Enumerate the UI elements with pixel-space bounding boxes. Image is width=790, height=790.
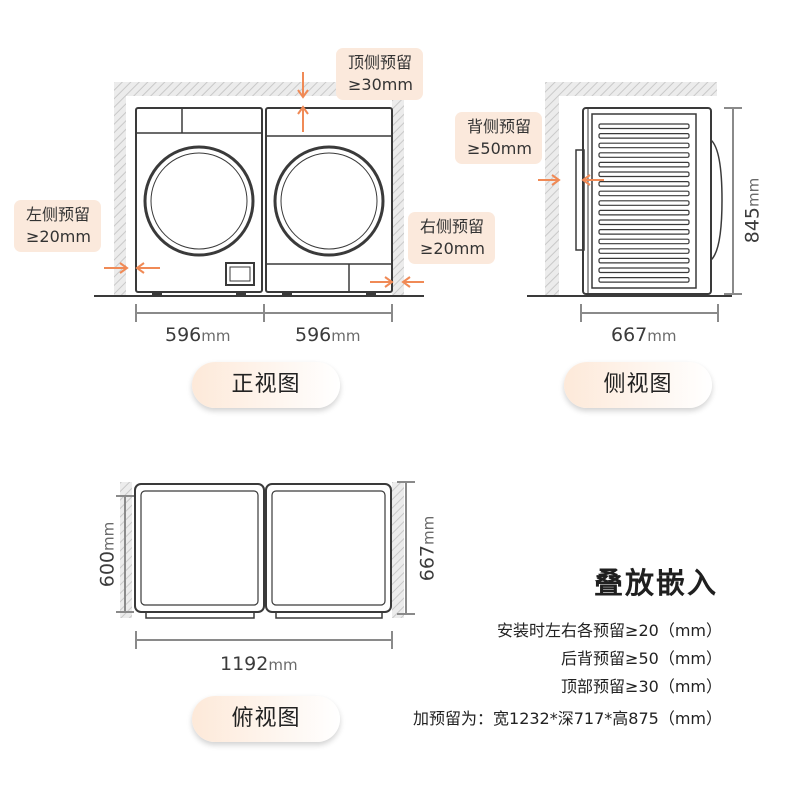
side-view <box>527 82 742 322</box>
callout-back-value: ≥50mm <box>467 139 532 158</box>
info-title: 叠放嵌入 <box>593 566 718 600</box>
dim-front-left-width: 596mm <box>165 324 231 346</box>
side-depth-dim <box>580 304 719 322</box>
vent-slat <box>598 171 690 178</box>
callout-right-label: 右侧预留 <box>420 217 485 236</box>
front-wall-top <box>114 82 404 96</box>
top-view-label: 俯视图 <box>192 696 340 742</box>
callout-back-label: 背侧预留 <box>467 117 532 136</box>
callout-left-clearance: 左侧预留 ≥20mm <box>14 200 101 252</box>
callout-back-clearance: 背侧预留 ≥50mm <box>455 112 542 164</box>
front-wall-left <box>114 82 126 296</box>
top-width-dim <box>135 631 393 649</box>
vent-slat <box>598 152 690 158</box>
dim-top-depth-left: 600mm <box>96 521 119 588</box>
vent-slat <box>598 133 690 139</box>
info-line-top-clearance: 顶部预留≥30（mm） <box>561 677 722 696</box>
dim-top-depth-right: 667mm <box>416 515 439 582</box>
vent-slat <box>598 229 690 235</box>
callout-left-value: ≥20mm <box>26 227 91 246</box>
vent-slat <box>598 248 690 254</box>
top-view <box>116 481 415 649</box>
side-view-label: 侧视图 <box>564 362 712 408</box>
dim-side-height: 845mm <box>741 177 764 244</box>
callout-top-label: 顶侧预留 <box>348 53 413 72</box>
dim-front-right-width: 596mm <box>295 324 361 346</box>
side-machine <box>575 107 723 297</box>
side-height-dim <box>724 107 742 295</box>
info-line-total-size: 加预留为：宽1232*深717*高875（mm） <box>413 709 722 728</box>
side-clearance-arrows <box>538 174 604 186</box>
callout-top-clearance: 顶侧预留 ≥30mm <box>336 48 423 100</box>
vent-slat <box>598 209 690 216</box>
callout-top-value: ≥30mm <box>348 75 413 94</box>
front-clearance-arrows <box>104 72 424 288</box>
vent-slat <box>598 181 690 187</box>
top-wall-right <box>392 482 404 618</box>
side-wall-back <box>545 82 559 296</box>
vent-slat <box>598 277 690 283</box>
top-washer <box>134 483 265 619</box>
vent-slat <box>598 123 690 130</box>
front-wall-right <box>392 82 404 296</box>
vent-slat <box>598 238 690 245</box>
front-washer <box>135 107 263 296</box>
vent-slat <box>598 142 690 149</box>
vent-slat <box>598 161 690 168</box>
front-dryer <box>265 107 393 296</box>
side-wall-top <box>545 82 717 96</box>
dryer-door <box>273 145 385 257</box>
callout-right-clearance: 右侧预留 ≥20mm <box>408 212 495 264</box>
washer-door <box>143 145 255 257</box>
vent-slat <box>598 267 690 274</box>
callout-right-value: ≥20mm <box>420 239 485 258</box>
vent-slat <box>598 200 690 206</box>
dim-top-total-width: 1192mm <box>220 653 298 675</box>
info-line-side-clearance: 安装时左右各预留≥20（mm） <box>497 621 722 640</box>
dim-side-depth: 667mm <box>611 324 677 346</box>
callout-left-label: 左侧预留 <box>26 205 91 224</box>
front-view-label: 正视图 <box>192 362 340 408</box>
vent-slat <box>598 257 690 264</box>
front-width-dim <box>135 304 393 322</box>
top-dryer <box>265 483 392 619</box>
top-depth-left-dim <box>116 495 134 613</box>
vent-slat <box>598 190 690 197</box>
front-view <box>94 72 424 322</box>
top-depth-right-dim <box>397 481 415 615</box>
vent-slat <box>598 219 690 226</box>
info-line-back-clearance: 后背预留≥50（mm） <box>561 649 722 668</box>
